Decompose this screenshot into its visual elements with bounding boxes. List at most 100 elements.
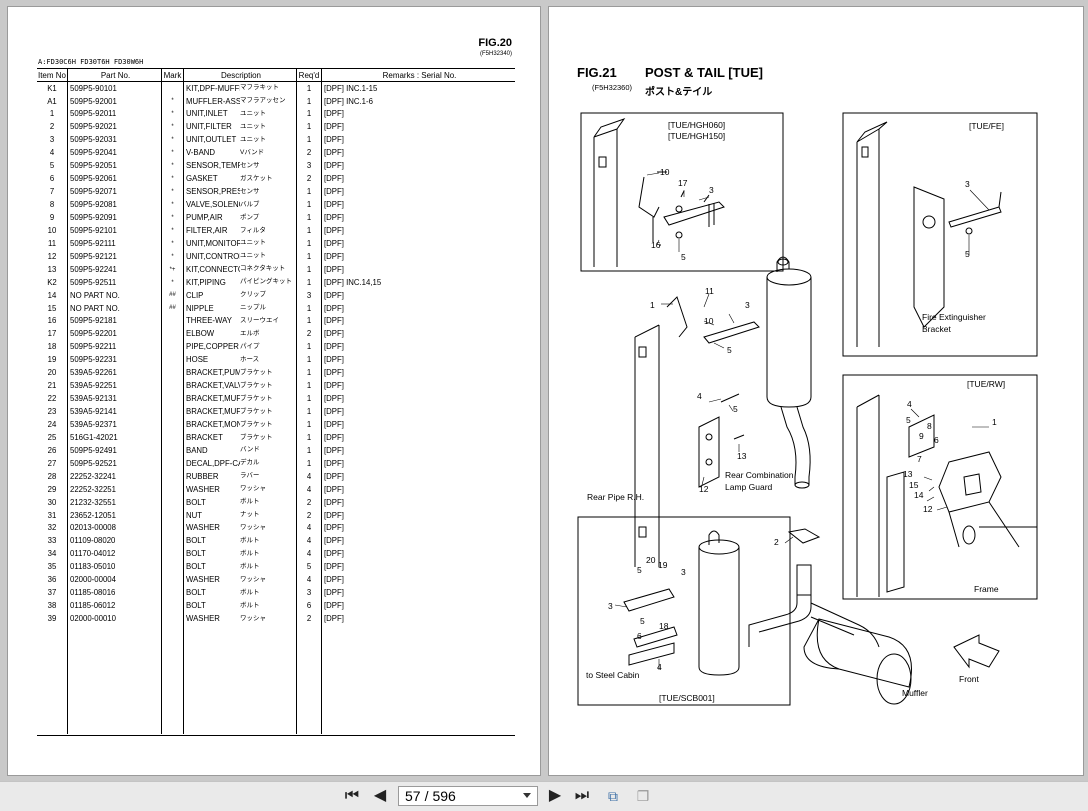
label-fire-2: Bracket	[922, 324, 951, 334]
cell-mark	[161, 81, 184, 95]
cell-description-jp: ブラケット	[240, 392, 297, 406]
cell-description-jp: パイプ	[240, 340, 297, 354]
cell-description-jp: バルブ	[240, 198, 297, 212]
cell-description: ELBOW	[186, 329, 215, 339]
cell-description-jp: マフラキット	[240, 81, 297, 95]
cell-mark: *+	[161, 263, 184, 277]
cell-description: UNIT,FILTER	[186, 122, 232, 132]
cell-item-no: 26	[37, 444, 68, 458]
first-page-icon[interactable]: ⏮	[344, 787, 360, 804]
cell-description-jp: コネクタキット	[240, 263, 297, 277]
cell-item-no: K1	[37, 81, 68, 95]
cell-reqd: 2	[296, 508, 322, 522]
cell-remarks: [DPF]	[324, 316, 344, 326]
cell-reqd: 1	[296, 457, 322, 471]
svg-text:19: 19	[658, 560, 668, 570]
cell-item-no: 20	[37, 366, 68, 380]
cell-mark	[161, 586, 184, 600]
cell-mark: *	[161, 159, 184, 173]
svg-text:5: 5	[733, 404, 738, 414]
cell-reqd: 1	[296, 94, 322, 108]
cell-description: MUFFLER-ASSY,DPF	[186, 96, 240, 106]
cell-description: BOLT	[186, 497, 206, 507]
label-muffler: Muffler	[902, 688, 928, 698]
cell-part-no: 509P5-90101	[67, 81, 162, 95]
cell-description-jp: ユニット	[240, 250, 297, 264]
cell-part-no: 509P5-92241	[67, 263, 162, 277]
table-bottom-rule	[37, 734, 515, 737]
col-part-no: Part No.	[67, 68, 162, 82]
cell-item-no: 30	[37, 496, 68, 509]
cell-item-no: 39	[37, 612, 68, 626]
cell-part-no: 509P5-92011	[67, 107, 162, 121]
cell-description-jp: ブラケット	[240, 379, 297, 393]
cell-mark: *	[161, 276, 184, 289]
diagram-page: FIG.21 POST & TAIL [TUE] (F5H32360) ポスト&…	[548, 6, 1084, 776]
fit-page-icon[interactable]: ⧉	[608, 788, 618, 804]
svg-text:7: 7	[917, 454, 922, 464]
cell-mark	[161, 508, 184, 522]
cell-reqd: 4	[296, 521, 322, 535]
cell-remarks: [DPF]	[324, 200, 344, 209]
cell-mark	[161, 431, 184, 445]
cell-description: FILTER,AIR	[186, 225, 228, 235]
cell-part-no: 509P5-92181	[67, 314, 162, 328]
cell-description: NUT	[186, 510, 203, 520]
cell-reqd: 1	[296, 250, 322, 264]
cell-part-no: 509P5-92101	[67, 224, 162, 238]
cell-remarks: [DPF]	[324, 251, 344, 261]
table-row: K1509P5-90101KIT,DPF-MUFFLERマフラキット1[DPF]…	[37, 81, 515, 95]
cell-reqd: 1	[296, 314, 322, 328]
cell-mark	[161, 444, 184, 458]
inset-box-fe	[842, 112, 1038, 357]
parts-table-header: Item No Part No. Mark Description Req'd …	[37, 68, 515, 82]
cell-item-no: 22	[37, 392, 68, 406]
table-row: 22539A5-92131BRACKET,MUFFLER,RHブラケット1[DP…	[37, 392, 515, 406]
prev-page-icon[interactable]: ◀	[373, 787, 387, 804]
table-row: 13509P5-92241*+KIT,CONNECTORコネクタキット1[DPF…	[37, 263, 515, 277]
cell-part-no: 509P5-92521	[67, 457, 162, 471]
cell-item-no: 34	[37, 547, 68, 561]
total-pages: 596	[432, 788, 456, 804]
cell-reqd: 1	[296, 211, 322, 225]
svg-text:14: 14	[914, 490, 924, 500]
page-number-select[interactable]: 57/596	[398, 786, 538, 806]
cell-part-no: 509P5-92111	[67, 237, 162, 251]
cell-item-no: 5	[37, 159, 68, 173]
cell-description: PIPE,COPPER	[186, 342, 239, 352]
cell-description: PUMP,AIR	[186, 212, 223, 222]
cell-description: BOLT	[186, 601, 206, 611]
label-scb: [TUE/SCB001]	[659, 693, 715, 703]
cell-mark	[161, 547, 184, 561]
label-rw: [TUE/RW]	[967, 379, 1005, 389]
cell-description-jp: エルボ	[240, 327, 297, 341]
last-page-icon[interactable]: ⏭	[574, 787, 590, 804]
cell-item-no: 31	[37, 508, 68, 522]
col-remarks: Remarks : Serial No.	[321, 68, 515, 82]
svg-text:13: 13	[903, 469, 913, 479]
next-page-icon[interactable]: ▶	[548, 787, 562, 804]
cell-remarks: [DPF]	[324, 238, 344, 248]
cell-description: BRACKET,MUFFLER,RH	[186, 394, 240, 404]
label-frame: Frame	[974, 584, 999, 594]
cell-description: WASHER	[186, 575, 220, 585]
svg-text:15: 15	[909, 480, 919, 490]
svg-text:10: 10	[660, 167, 670, 177]
cell-description-jp: ナット	[240, 508, 297, 522]
cell-part-no: 01170-04012	[67, 547, 162, 561]
thumbnails-icon[interactable]: ❐	[636, 788, 650, 804]
inset-box-rw	[842, 374, 1038, 600]
cell-description-jp: ブラケット	[240, 431, 297, 445]
cell-mark: *	[161, 211, 184, 225]
cell-reqd: 6	[296, 599, 322, 613]
